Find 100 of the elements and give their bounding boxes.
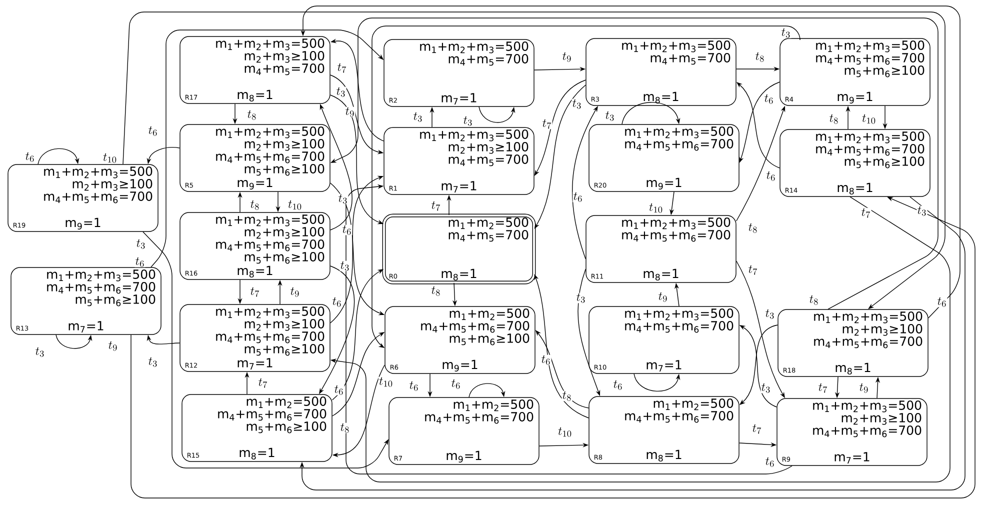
node-label: m$_{1}$+m$_{2}$+m$_{3}$=500 [216,126,324,138]
node-label: m$_{1}$+m$_{2}$+m$_{3}$=500 [622,40,730,52]
edge-label: $t_{8}$ [340,422,350,434]
edge-label: $t_{10}$ [287,200,303,210]
edge-label: $t_{7}$ [860,208,872,218]
node-label: m$_{1}$+m$_{2}$=500 [448,217,528,230]
node-label: m$_{5}$+m$_{6}$≥100 [450,333,530,346]
edge-label: $t_{3}$ [136,238,146,250]
node-label: m$_{8}$=1 [442,268,476,281]
node-label: m$_{2}$+m$_{3}$≥100 [842,413,922,425]
edge-label: $t_{6}$ [408,380,420,392]
node-label: m$_{9}$=1 [446,450,482,463]
node-label: m$_{4}$+m$_{5}$+m$_{6}$=700 [625,320,734,333]
node-label: m$_{1}$+m$_{2}$=500 [450,308,530,320]
node-label: m$_{8}$=1 [238,90,272,102]
edge-label: $t_{3}$ [760,382,772,394]
node-label: m$_{4}$+m$_{5}$+m$_{6}$=700 [421,320,530,333]
node-label: m$_{2}$+m$_{3}$≥100 [72,178,152,191]
edge-label: $t_{9}$ [858,382,870,394]
node-label: m$_{4}$+m$_{5}$+m$_{6}$=700 [216,239,324,252]
edge-label: $t_{9}$ [658,292,668,302]
arrow [130,196,976,498]
node-label: m$_{1}$+m$_{2}$+m$_{3}$=500 [47,269,156,282]
edge-label: $t_{3}$ [576,292,586,304]
node-label: m$_{2}$+m$_{3}$≥100 [244,50,324,63]
edge-label: $t_{7}$ [542,118,552,130]
edge-label: $t_{7}$ [748,264,758,276]
node-label: m$_{5}$+m$_{6}$≥100 [76,294,156,306]
edge-label: $t_{6}$ [764,94,774,104]
node-label: m$_{4}$+m$_{5}$+m$_{6}$=700 [47,282,156,294]
node-label: m$_{4}$+m$_{5}$+m$_{6}$=700 [816,144,924,156]
edge-label: $t_{10}$ [557,426,573,438]
node-label: m$_{1}$+m$_{2}$+m$_{3}$=500 [216,38,324,50]
edge-label: $t_{7}$ [336,62,348,74]
edge-label: $t_{6}$ [24,152,36,162]
node-label: m$_{7}$=1 [834,452,870,464]
node-label: m$_{8}$=1 [644,268,678,281]
node-label: m$_{2}$+m$_{3}$≥100 [244,318,324,331]
node-label: m$_{1}$+m$_{2}$+m$_{3}$=500 [814,312,922,324]
node-label: m$_{4}$+m$_{5}$+m$_{6}$=700 [216,331,324,344]
edge-label: $t_{3}$ [780,28,792,38]
arrow [346,184,792,474]
node-label: m$_{1}$+m$_{2}$=500 [654,398,734,410]
edge-label: $t_{8}$ [754,52,766,62]
node-label: m$_{5}$+m$_{6}$≥100 [244,252,324,264]
edge-label: $t_{3}$ [338,194,348,204]
edge-label: $t_{7}$ [430,200,442,212]
node-label: m$_{1}$+m$_{2}$+m$_{3}$=500 [420,41,528,54]
loop-arrow [468,383,506,398]
node-label: m$_{1}$+m$_{2}$+m$_{3}$=500 [625,126,734,138]
node-label: m$_{1}$+m$_{2}$=500 [246,396,326,408]
edge-label: $t_{10}$ [378,376,394,388]
node-label: m$_{1}$+m$_{2}$+m$_{3}$=500 [813,400,922,412]
node-label: m$_{8}$=1 [836,362,870,375]
node-label: m$_{7}$=1 [68,321,104,333]
node-label: m$_{8}$=1 [646,450,682,462]
node-label: m$_{9}$=1 [238,178,272,190]
node-label: m$_{1}$+m$_{2}$+m$_{3}$=500 [625,308,734,320]
node-label: m$_{9}$=1 [66,218,100,230]
node-label: m$_{9}$=1 [442,360,478,372]
node-label: m$_{7}$=1 [646,360,682,372]
edge-label: $t_{7}$ [818,382,828,394]
node-label: m$_{1}$+m$_{2}$+m$_{3}$=500 [816,131,924,144]
edge-label: $t_{8}$ [808,294,820,306]
node-label: m$_{1}$+m$_{2}$+m$_{3}$=500 [216,214,324,226]
edge-label: $t_{7}$ [250,286,260,298]
node-label: m$_{7}$=1 [442,181,476,192]
node-label: m$_{8}$=1 [644,92,678,104]
edge-label: $t_{6}$ [334,384,344,396]
edge-label: $t_{3}$ [916,206,928,216]
edge-label: $t_{9}$ [562,52,572,62]
node-label: m$_{2}$+m$_{3}$≥100 [244,138,324,151]
node-label: m$_{4}$+m$_{5}$=700 [650,52,730,65]
node-label: m$_{5}$+m$_{6}$≥100 [244,164,324,176]
node-label: m$_{4}$+m$_{5}$+m$_{6}$=700 [814,336,922,348]
node-label: m$_{4}$+m$_{5}$=700 [244,63,324,76]
node-label: m$_{4}$+m$_{5}$+m$_{6}$=700 [816,52,924,65]
edge-label: $t_{7}$ [258,378,268,388]
edge-label: $t_{3}$ [336,86,346,98]
edge-label: $t_{6}$ [766,170,776,182]
node-label: m$_{4}$+m$_{5}$+m$_{6}$=700 [622,230,730,242]
node-label: m$_{1}$+m$_{2}$+m$_{3}$=500 [44,166,152,178]
edge-label: $t_{6}$ [936,296,948,308]
edge-label: $t_{6}$ [612,380,624,390]
edge-label: $t_{3}$ [764,308,776,320]
arrow [142,232,389,468]
edge-label: $t_{9}$ [290,286,300,298]
edge-label: $t_{6}$ [450,378,462,390]
node-label: m$_{4}$+m$_{5}$+m$_{6}$=700 [813,425,922,438]
node-label: m$_{4}$+m$_{5}$=700 [448,154,528,166]
edge-label: $t_{8}$ [562,390,572,402]
edge-label: $t_{3}$ [148,356,158,368]
node-label: m$_{4}$+m$_{5}$+m$_{6}$=700 [218,409,326,421]
node-label: m$_{2}$+m$_{3}$≥100 [448,142,528,154]
node-label: m$_{9}$=1 [646,178,682,190]
edge-label: $t_{8}$ [748,222,758,234]
node-label: m$_{2}$+m$_{3}$≥100 [842,324,922,336]
edge-label: $t_{6}$ [342,224,352,236]
edge-label: $t_{8}$ [430,286,442,296]
node-label: m$_{5}$+m$_{6}$≥100 [844,65,924,78]
